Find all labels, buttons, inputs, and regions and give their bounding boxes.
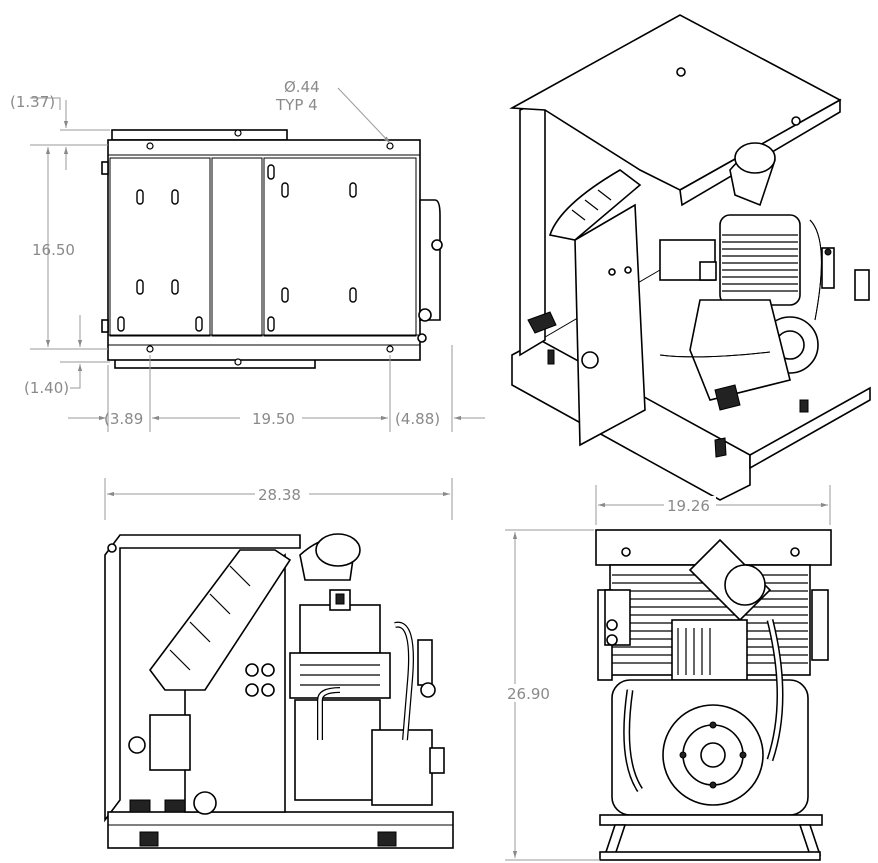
side-view [104,533,454,849]
dim-overall-length: 28.38 [258,486,301,504]
end-view [595,529,832,861]
dim-hole-spacing: 19.50 [252,410,295,428]
dim-top-offset: (1.37) [10,93,55,111]
dim-overall-height: 26.90 [507,685,550,703]
dim-bottom-offset: (1.40) [24,379,69,397]
dim-right-offset: (4.88) [395,410,440,428]
dim-hole-spec: Ø.44 [284,78,320,96]
dim-overall-width: 19.26 [667,497,710,515]
dim-depth: 16.50 [32,241,75,259]
dim-hole-count: TYP 4 [275,96,318,114]
top-view [101,129,443,369]
dim-left-offset: (3.89 [104,410,143,428]
isometric-view [509,14,871,501]
